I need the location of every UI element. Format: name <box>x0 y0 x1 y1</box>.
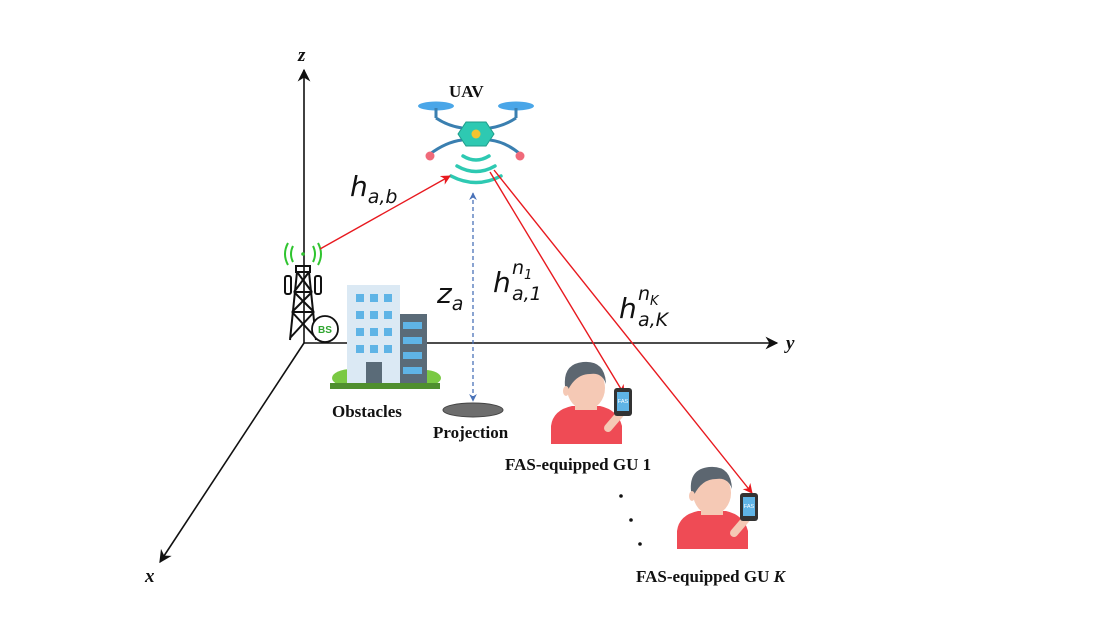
gu1-phone-text: FAS <box>618 399 629 405</box>
svg-text:h: h <box>493 266 511 299</box>
obstacle-building-icon <box>330 285 441 389</box>
z-a-label: za <box>436 277 463 315</box>
bs-signal-icon <box>284 242 322 266</box>
guK-label: FAS-equipped GU K <box>636 567 787 586</box>
uav-signal-icon <box>449 154 503 185</box>
uav-guK-link <box>493 169 753 494</box>
svg-text:1: 1 <box>524 268 532 283</box>
projection-label: Projection <box>433 423 509 442</box>
svg-text:K: K <box>650 294 660 309</box>
uav-drone-icon <box>418 101 534 161</box>
svg-text:h: h <box>619 292 637 325</box>
svg-text:n: n <box>638 283 650 305</box>
z-axis-label: z <box>297 45 306 66</box>
uav-gu1-link <box>489 171 625 395</box>
uav-label: UAV <box>449 82 484 101</box>
bs-badge <box>311 315 339 343</box>
bs-tower-icon <box>284 265 322 341</box>
projection-disc <box>442 402 504 418</box>
guK-phone-text: FAS <box>744 504 755 510</box>
x-axis <box>159 342 305 564</box>
h-a1-label: h a,1 n 1 <box>493 257 542 305</box>
guK-person-icon: FAS <box>677 466 758 549</box>
h-ab-label: ha,b <box>350 170 398 208</box>
bs-badge-text: BS <box>318 325 332 336</box>
h-aK-label: h a,K n K <box>619 283 670 331</box>
svg-text:n: n <box>512 257 524 279</box>
y-axis-label: y <box>784 333 795 354</box>
base-station: BS <box>284 242 339 343</box>
x-axis-label: x <box>144 566 155 587</box>
users-ellipsis <box>619 494 642 546</box>
svg-text:a,K: a,K <box>638 309 670 331</box>
obstacles-label: Obstacles <box>332 402 402 421</box>
channel-links <box>319 169 753 494</box>
bs-uav-link <box>319 175 451 250</box>
svg-text:a,1: a,1 <box>512 283 542 305</box>
gu1-person-icon: FAS <box>551 361 632 444</box>
gu1-label: FAS-equipped GU 1 <box>505 455 651 474</box>
